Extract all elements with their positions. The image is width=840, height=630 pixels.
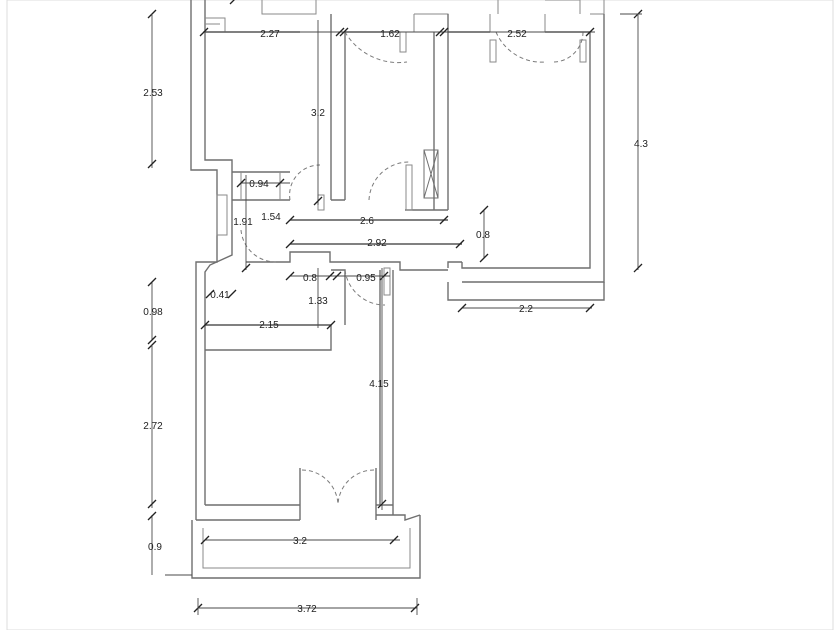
balcony-door-jambs [299,468,377,520]
wardrobe-fixture-cross [423,149,439,199]
door-leaf-top-a [489,39,497,63]
dim-label-balcony-3-2: 3.2 [293,536,307,547]
dim-label-top-1-62: 1.62 [380,29,400,40]
door-swing-top-3 [552,31,584,63]
dim-label-bath-1-33: 1.33 [308,296,328,307]
balcony-outer [191,515,421,579]
door-leaf-hall [405,164,413,211]
door-swing-top-1 [344,31,408,64]
door-swing-balcony-left [301,469,339,506]
dim-label-bath-0-95: 0.95 [356,273,376,284]
dim-label-corr-2-92: 2.92 [367,238,387,249]
dim-label-small-1-54: 1.54 [261,212,281,223]
dim-label-room-2-15: 2.15 [259,320,279,331]
dim-label-room-4-15: 4.15 [369,379,389,390]
dim-label-hall-3-2: 3.2 [311,108,325,119]
dimension-labels: 2.27 1.62 2.52 2.53 3.2 4.3 0.94 1.91 1.… [143,29,648,615]
inner-wall-left [204,0,233,505]
balcony-inner [202,528,411,569]
side-window [216,194,228,236]
bottom-right-step [447,282,605,301]
dim-label-bottom-2-2: 2.2 [519,304,533,315]
lower-room-bottom-outer [196,514,421,521]
dim-label-corr-2-6: 2.6 [360,216,374,227]
dimension-lines [147,0,643,615]
door-swing-balcony-right [337,469,375,506]
dim-label-right-4-3: 4.3 [634,139,648,150]
dim-label-total-3-72: 3.72 [297,604,317,615]
closet-dividers [240,172,281,200]
door-swings [240,31,584,506]
door-leaf-lower [383,267,391,296]
dim-label-left-0-98: 0.98 [143,307,163,318]
window-top-a [261,0,317,15]
door-swing-bath [344,269,386,306]
dim-label-top-2-52: 2.52 [507,29,527,40]
dim-label-top-2-27: 2.27 [260,29,280,40]
dim-label-left-2-53: 2.53 [143,88,163,99]
corridor-lower-wall [246,251,448,271]
window-top-c [489,0,581,32]
dim-label-left-2-72: 2.72 [143,421,163,432]
dim-label-corr-0-8: 0.8 [476,230,490,241]
door-swing-top-2 [495,31,547,63]
walls [190,0,605,579]
wardrobe-fixture [423,149,439,199]
door-leaf-right-room [579,39,587,63]
corridor-step [447,261,462,268]
lower-room-right-wall [379,270,394,515]
dim-label-bath-0-8: 0.8 [303,273,317,284]
dim-label-small-1-91: 1.91 [233,217,253,228]
dim-label-bath-0-41: 0.41 [210,290,230,301]
window-top-left [205,17,226,32]
dim-label-left-0-9: 0.9 [148,542,162,553]
door-swing-hall [368,161,410,201]
dim-label-small-0-94: 0.94 [249,179,269,190]
hall-wall-left [330,14,346,201]
